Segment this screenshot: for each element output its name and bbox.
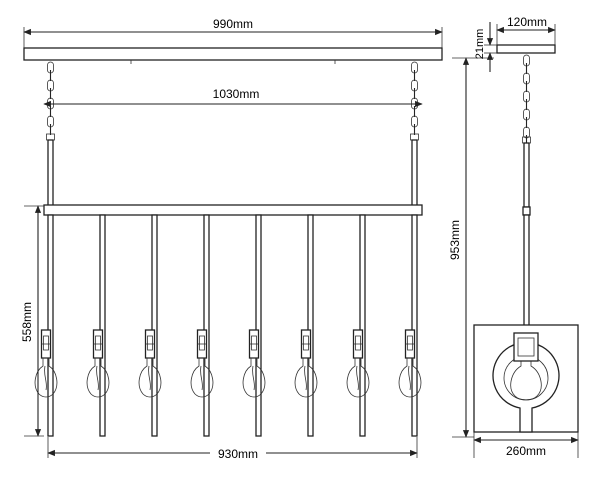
side-view	[473, 44, 579, 433]
bulb-icon	[138, 357, 162, 398]
pendant	[294, 214, 318, 437]
pendant	[190, 214, 214, 437]
pendant-rod	[99, 214, 106, 437]
pendant-rod	[411, 214, 418, 437]
pendant-rod	[307, 214, 314, 437]
side-connector	[522, 206, 531, 216]
main-bar	[43, 204, 423, 216]
canopy-thickness-label: 21mm	[474, 29, 486, 60]
pendant-rod	[255, 214, 262, 437]
bulb-icon	[294, 357, 318, 398]
canopy-width-label: 990mm	[213, 17, 253, 31]
side-chain	[522, 54, 531, 146]
bulb-icon	[86, 357, 110, 398]
bar-length-label: 1030mm	[213, 87, 260, 101]
pendant-rod	[47, 214, 54, 437]
side-down-rod	[523, 142, 530, 208]
front-view	[23, 47, 443, 437]
fixture-depth-label: 260mm	[506, 444, 546, 458]
dimension-annotations: 990mm 1030mm 930mm 558mm 953mm 120mm 21m…	[20, 15, 579, 461]
left-chain	[46, 61, 55, 141]
bulb-icon	[242, 357, 266, 398]
side-chain-links	[522, 54, 531, 146]
pendant	[138, 214, 162, 437]
right-chain	[410, 61, 419, 141]
bulb-icon	[346, 357, 370, 398]
canopy-depth-label: 120mm	[507, 15, 547, 29]
right-down-rod	[411, 139, 418, 207]
pendant	[86, 214, 110, 437]
bulb-icon	[190, 357, 214, 398]
overall-height-label: 953mm	[448, 220, 462, 260]
pendant-rod	[203, 214, 210, 437]
pendant	[242, 214, 266, 437]
pendant-rod	[151, 214, 158, 437]
pendant	[34, 214, 58, 437]
side-canopy	[496, 44, 556, 54]
pendant-rod	[359, 214, 366, 437]
bulb-icon	[398, 357, 422, 398]
side-stem	[523, 214, 530, 331]
pendant	[398, 214, 422, 437]
pendant-span-label: 930mm	[218, 447, 258, 461]
pendant-height-label: 558mm	[20, 302, 34, 342]
side-socket	[513, 332, 539, 362]
pendant-group	[34, 214, 422, 437]
side-bulb-icon	[510, 359, 542, 401]
pendant	[346, 214, 370, 437]
canopy-plate	[23, 47, 443, 61]
left-down-rod	[47, 139, 54, 207]
